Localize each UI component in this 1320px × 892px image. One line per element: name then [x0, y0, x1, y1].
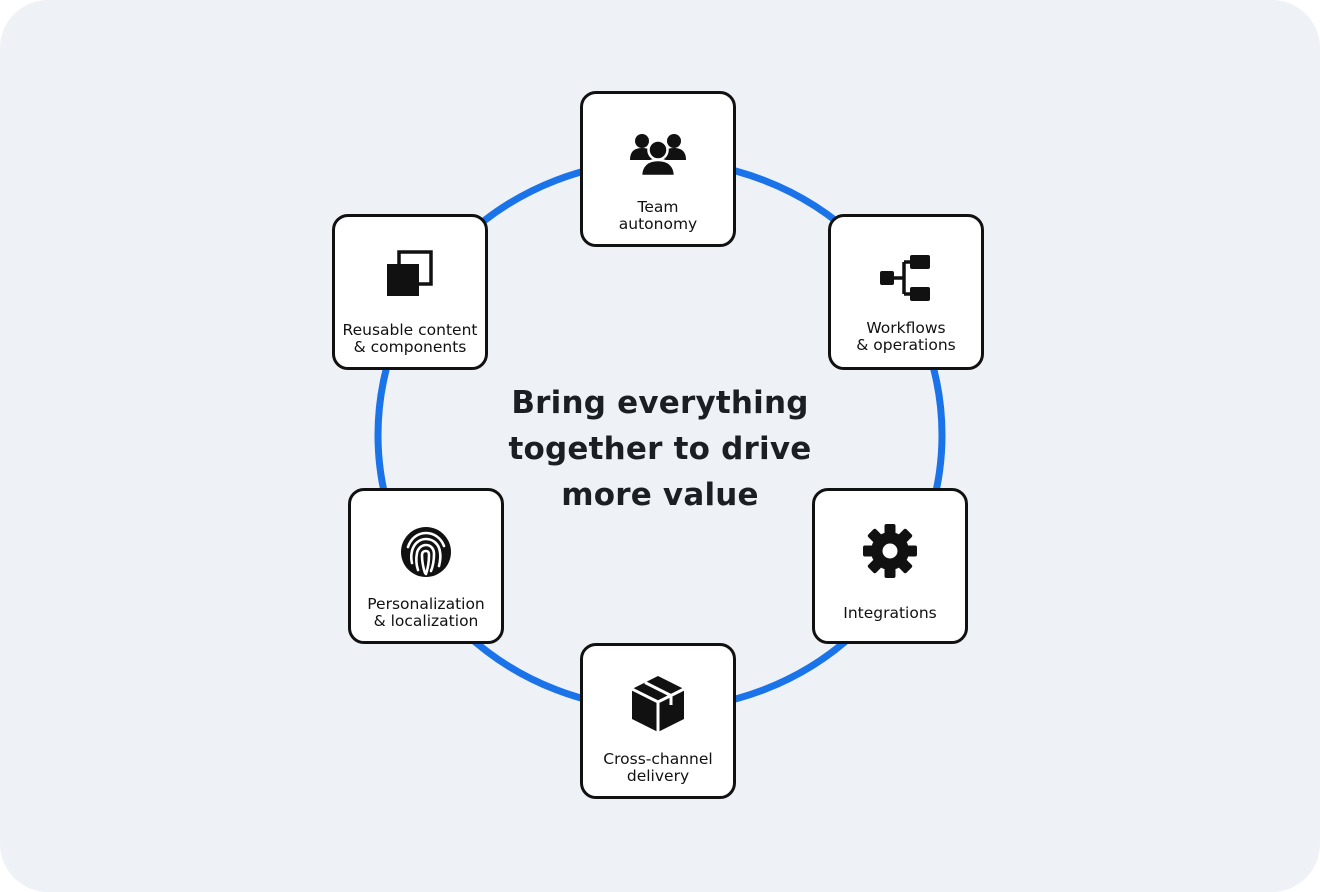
node-label-line: Personalization: [367, 595, 485, 613]
center-title-line: together to drive: [508, 431, 812, 467]
node-label: Workflows & operations: [835, 320, 977, 354]
workflow-icon: [878, 251, 934, 307]
center-title: Bring everything together to drive more …: [480, 380, 840, 518]
node-integrations: Integrations: [812, 488, 968, 644]
node-label: Personalization & localization: [355, 596, 497, 630]
node-label-line: Reusable content: [342, 321, 478, 339]
package-icon: [630, 676, 686, 732]
node-label-line: delivery: [626, 767, 690, 785]
center-title-line: Bring everything: [511, 385, 809, 421]
node-label-line: Workflows: [866, 319, 946, 337]
node-label: Integrations: [819, 605, 961, 622]
node-cross-channel-delivery: Cross-channel delivery: [580, 643, 736, 799]
fingerprint-icon: [398, 524, 454, 580]
node-label-line: Cross-channel: [603, 750, 713, 768]
node-label-line: & components: [353, 338, 467, 356]
node-team-autonomy: Team autonomy: [580, 91, 736, 247]
node-label-line: autonomy: [618, 215, 698, 233]
node-label-line: Team: [637, 198, 679, 216]
node-label: Cross-channel delivery: [587, 751, 729, 785]
node-label: Team autonomy: [587, 199, 729, 233]
node-label-line: & operations: [856, 336, 956, 354]
node-label-line: & localization: [373, 612, 479, 630]
copy-icon: [382, 247, 438, 303]
node-reusable-content-components: Reusable content & components: [332, 214, 488, 370]
node-label: Reusable content & components: [339, 322, 481, 356]
node-label-line: Integrations: [843, 604, 937, 622]
gear-icon: [862, 523, 918, 579]
node-personalization-localization: Personalization & localization: [348, 488, 504, 644]
node-workflows-operations: Workflows & operations: [828, 214, 984, 370]
team-icon: [630, 126, 686, 182]
center-title-line: more value: [561, 477, 759, 513]
